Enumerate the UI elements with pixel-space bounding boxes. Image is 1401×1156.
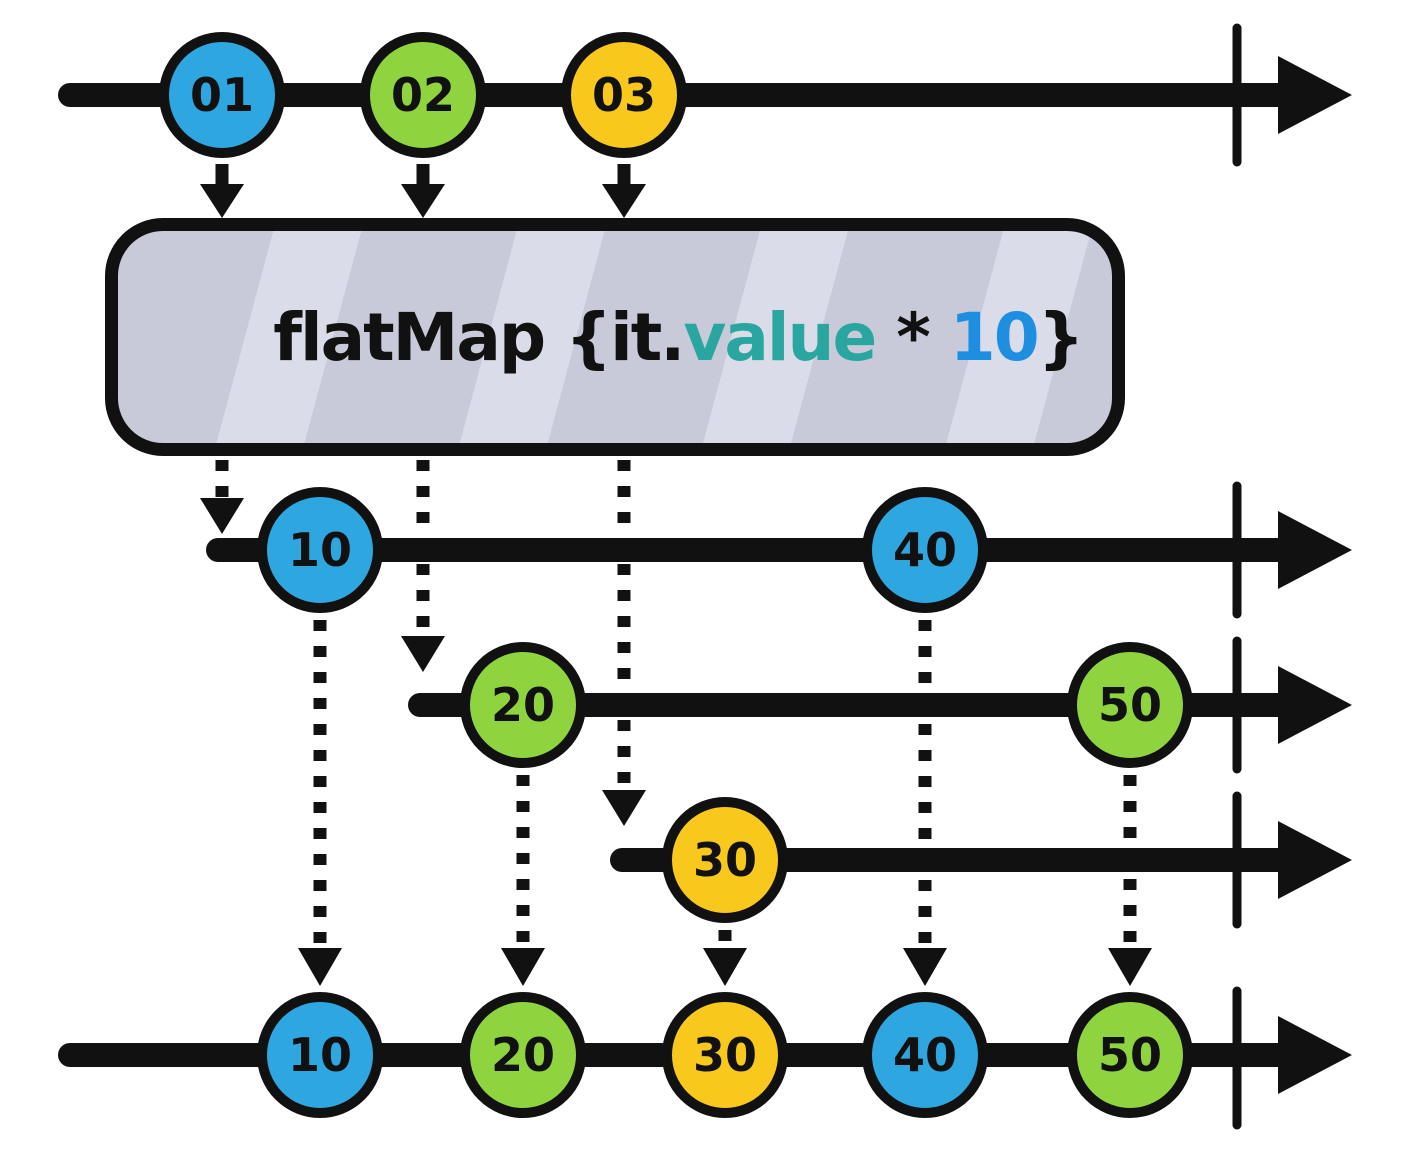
spawn-arrow-3-head-icon xyxy=(602,790,646,826)
source-marble-02: 02 xyxy=(360,32,486,158)
operator-expression: flatMap {it.value * 10} xyxy=(147,222,1085,453)
source-marble-01: 01 xyxy=(159,32,285,158)
operator-prefix: flatMap {it. xyxy=(273,298,685,376)
output-marble-50: 50 xyxy=(1067,992,1193,1118)
merge-arrow-40-head-icon xyxy=(903,948,947,986)
inner2-marble-20: 20 xyxy=(460,642,586,768)
output-marble-30: 30 xyxy=(662,992,788,1118)
flatmap-operator-box: flatMap {it.value * 10} xyxy=(105,218,1125,456)
spawn-arrow-2-head-icon xyxy=(401,636,445,672)
merge-arrow-50-head-icon xyxy=(1108,948,1152,986)
inner-timeline-1 xyxy=(206,481,1352,619)
inner2-marble-50: 50 xyxy=(1067,642,1193,768)
operator-property: value xyxy=(683,298,877,376)
inner1-marble-40: 40 xyxy=(862,487,988,613)
operator-multiplier: 10 xyxy=(949,298,1040,376)
merge-arrow-10-head-icon xyxy=(298,948,342,986)
merge-arrows xyxy=(298,620,1152,986)
inner-timeline-1-arrowhead-icon xyxy=(1278,511,1352,589)
inner-timeline-3-arrowhead-icon xyxy=(1278,821,1352,899)
spawn-arrow-1-head-icon xyxy=(200,498,244,534)
inner3-marble-30: 30 xyxy=(662,797,788,923)
inner-timeline-2-arrowhead-icon xyxy=(1278,666,1352,744)
emit-arrows xyxy=(200,164,646,218)
source-marble-03: 03 xyxy=(561,32,687,158)
source-timeline-arrowhead-icon xyxy=(1278,56,1352,134)
output-marble-10: 10 xyxy=(257,992,383,1118)
operator-symbol: * xyxy=(875,298,950,376)
merge-arrow-30-head-icon xyxy=(703,948,747,986)
emit-arrow-02-head-icon xyxy=(401,184,445,218)
emit-arrow-01-head-icon xyxy=(200,184,244,218)
inner1-marble-10: 10 xyxy=(257,487,383,613)
merge-arrow-20-head-icon xyxy=(501,948,545,986)
emit-arrow-03-head-icon xyxy=(602,184,646,218)
output-marble-20: 20 xyxy=(460,992,586,1118)
output-marble-40: 40 xyxy=(862,992,988,1118)
output-timeline-arrowhead-icon xyxy=(1278,1016,1352,1094)
operator-suffix: } xyxy=(1037,298,1085,376)
